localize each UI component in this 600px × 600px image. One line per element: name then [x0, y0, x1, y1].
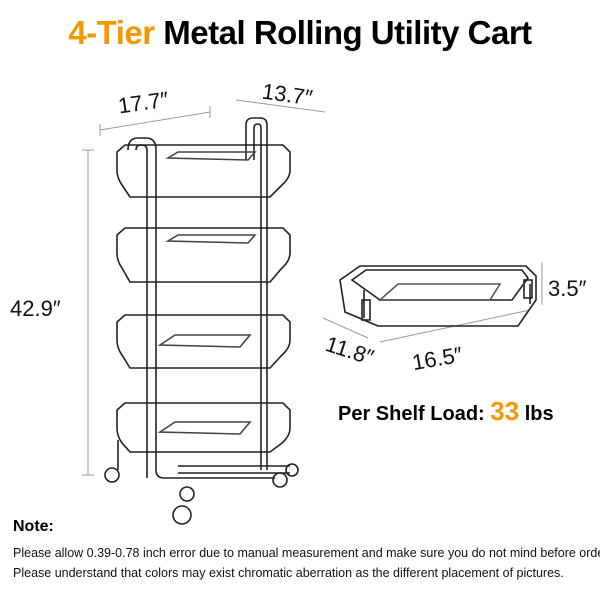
wheels [104, 463, 299, 525]
load-label: Per Shelf Load: [338, 403, 485, 425]
cart-frame [117, 117, 290, 479]
basket-tier-1 [116, 144, 291, 198]
basket-tier-3 [116, 314, 291, 369]
basket-tier-2 [116, 227, 291, 283]
note-line-2: Please understand that colors may exist … [13, 566, 564, 580]
single-basket-drawing [339, 265, 537, 327]
height-label: 42.9″ [10, 296, 61, 321]
basket-height-label: 3.5″ [548, 276, 587, 301]
per-shelf-load: Per Shelf Load: 33 lbs [338, 396, 554, 427]
title-accent: 4-Tier [68, 14, 155, 51]
baskets [116, 144, 291, 453]
basket-tier-4 [116, 402, 291, 453]
title-rest: Metal Rolling Utility Cart [163, 14, 532, 51]
load-unit: lbs [524, 403, 554, 425]
page-title: 4-Tier Metal Rolling Utility Cart [0, 14, 600, 52]
note-heading: Note: [13, 518, 54, 535]
load-value: 33 [490, 396, 520, 426]
note-line-1: Please allow 0.39-0.78 inch error due to… [13, 546, 600, 560]
